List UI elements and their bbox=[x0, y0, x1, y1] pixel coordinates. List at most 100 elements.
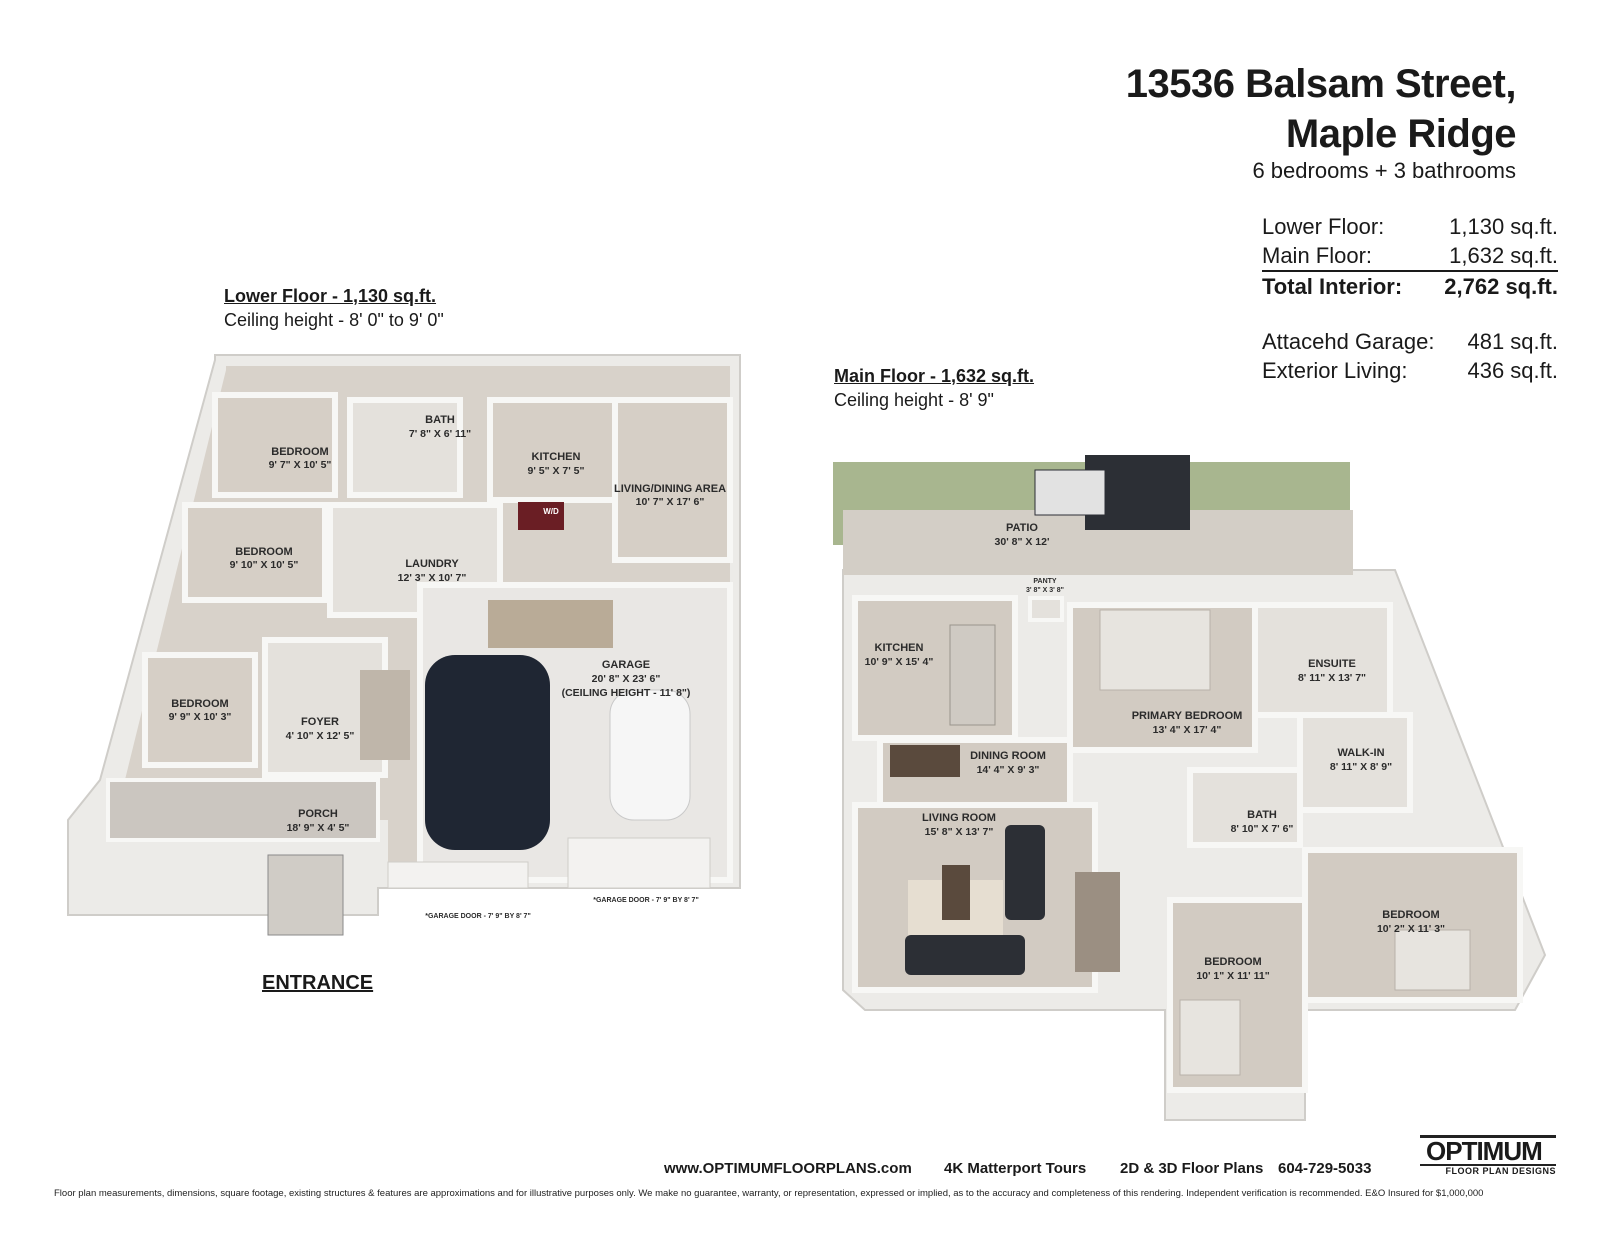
kitchen-island bbox=[949, 624, 996, 726]
bedroom-bed bbox=[1179, 999, 1241, 1076]
label-mf-dining: DINING ROOM bbox=[970, 750, 1046, 762]
area-summary: Lower Floor:1,130 sq.ft. Main Floor:1,63… bbox=[1262, 212, 1558, 301]
label-mf-kitchen: KITCHEN bbox=[875, 642, 924, 654]
stat-lower-floor: Lower Floor:1,130 sq.ft. bbox=[1262, 214, 1558, 239]
sofa-side bbox=[1005, 825, 1045, 920]
label-lf-kitchen: KITCHEN bbox=[532, 451, 581, 463]
dim-lf-bedroom-3: 9' 9" X 10' 3" bbox=[169, 711, 232, 723]
label-mf-bedroom-right: BEDROOM bbox=[1382, 909, 1439, 921]
website-link[interactable]: www.OPTIMUMFLOORPLANS.com bbox=[664, 1160, 912, 1177]
washer-dryer bbox=[518, 502, 564, 530]
dim-mf-kitchen: 10' 9" X 15' 4" bbox=[865, 656, 934, 668]
sofa-bottom bbox=[905, 935, 1025, 975]
room-walk-in bbox=[1297, 712, 1413, 813]
label-lf-wd: W/D bbox=[543, 507, 559, 516]
room-bedroom-3 bbox=[142, 652, 258, 768]
note-garage-door-right: *GARAGE DOOR - 7' 9" BY 8' 7" bbox=[593, 897, 699, 904]
area-summary-extra: Attacehd Garage:481 sq.ft. Exterior Livi… bbox=[1262, 327, 1558, 385]
label-lf-living: LIVING/DINING AREA bbox=[614, 483, 726, 495]
optimum-logo: OPTIMUM FLOOR PLAN DESIGNS bbox=[1420, 1135, 1556, 1176]
label-lf-bedroom-1: BEDROOM bbox=[271, 446, 328, 458]
dim-mf-panty: 3' 8" X 3' 8" bbox=[1026, 587, 1064, 594]
dim-lf-bedroom-2: 9' 10" X 10' 5" bbox=[230, 559, 299, 571]
dim-mf-dining: 14' 4" X 9' 3" bbox=[977, 764, 1040, 776]
dim-lf-laundry: 12' 3" X 10' 7" bbox=[398, 572, 467, 584]
note-garage-door-left: *GARAGE DOOR - 7' 9" BY 8' 7" bbox=[425, 913, 531, 920]
bed-bath-summary: 6 bedrooms + 3 bathrooms bbox=[1252, 158, 1516, 183]
address-line-2: Maple Ridge bbox=[1285, 112, 1517, 156]
room-panty bbox=[1028, 596, 1064, 622]
label-mf-ensuite: ENSUITE bbox=[1308, 658, 1356, 670]
label-lf-laundry: LAUNDRY bbox=[405, 558, 459, 570]
primary-bed bbox=[1099, 609, 1211, 691]
dim-mf-walk-in: 8' 11" X 8' 9" bbox=[1330, 761, 1392, 773]
label-mf-bath: BATH bbox=[1247, 809, 1277, 821]
car-dark bbox=[425, 655, 550, 850]
dim-lf-foyer: 4' 10" X 12' 5" bbox=[286, 730, 355, 742]
lower-floor-title: Lower Floor - 1,130 sq.ft. bbox=[224, 286, 437, 306]
dim-lf-porch: 18' 9" X 4' 5" bbox=[287, 822, 350, 834]
room-ensuite bbox=[1252, 602, 1393, 718]
stat-exterior: Exterior Living:436 sq.ft. bbox=[1262, 358, 1558, 383]
label-lf-garage: GARAGE bbox=[602, 659, 650, 671]
car-white bbox=[609, 689, 691, 821]
garage-door-right bbox=[567, 837, 711, 889]
disclaimer-text: Floor plan measurements, dimensions, squ… bbox=[54, 1188, 1484, 1199]
main-stairs bbox=[1075, 872, 1120, 972]
stat-main-floor: Main Floor:1,632 sq.ft. bbox=[1262, 241, 1558, 272]
dim-lf-garage: 20' 8" X 23' 6" bbox=[592, 673, 661, 685]
logo-wordmark: OPTIMUM bbox=[1420, 1135, 1556, 1166]
stat-total-interior: Total Interior:2,762 sq.ft. bbox=[1262, 274, 1558, 299]
dim-mf-living: 15' 8" X 13' 7" bbox=[925, 826, 994, 838]
dim-lf-bedroom-1: 9' 7" X 10' 5" bbox=[269, 459, 332, 471]
garage-stairs bbox=[488, 600, 613, 648]
room-bath bbox=[347, 397, 463, 498]
room-porch bbox=[106, 778, 380, 842]
phone-number: 604-729-5033 bbox=[1278, 1160, 1372, 1177]
entry-steps bbox=[267, 854, 344, 936]
room-bath-main bbox=[1187, 767, 1303, 848]
room-bedroom-2 bbox=[182, 502, 328, 603]
label-mf-walk-in: WALK-IN bbox=[1337, 747, 1384, 759]
dim-mf-bedroom-bottom: 10' 1" X 11' 11" bbox=[1196, 970, 1269, 982]
patio-rug bbox=[1034, 469, 1106, 516]
label-mf-panty: PANTY bbox=[1033, 578, 1057, 585]
lower-floor-plan bbox=[67, 354, 741, 936]
dim-mf-primary: 13' 4" X 17' 4" bbox=[1153, 724, 1222, 736]
dim-lf-kitchen: 9' 5" X 7' 5" bbox=[528, 465, 585, 477]
label-mf-patio: PATIO bbox=[1006, 522, 1038, 534]
main-floor-plan bbox=[833, 455, 1547, 1121]
label-lf-bedroom-2: BEDROOM bbox=[235, 546, 292, 558]
room-kitchen bbox=[487, 397, 618, 503]
room-living-dining bbox=[612, 397, 733, 563]
logo-tagline: FLOOR PLAN DESIGNS bbox=[1445, 1166, 1556, 1176]
label-mf-bedroom-bottom: BEDROOM bbox=[1204, 956, 1261, 968]
coffee-table bbox=[942, 865, 970, 920]
service-matterport: 4K Matterport Tours bbox=[944, 1160, 1087, 1177]
lower-floor-ceiling: Ceiling height - 8' 0" to 9' 0" bbox=[224, 310, 444, 330]
dining-table bbox=[890, 745, 960, 777]
entrance-label: ENTRANCE bbox=[262, 972, 374, 994]
dim-mf-ensuite: 8' 11" X 13' 7" bbox=[1298, 672, 1366, 684]
stairs bbox=[360, 670, 410, 760]
note-lf-garage-ceiling: (CEILING HEIGHT - 11' 8") bbox=[562, 687, 691, 699]
room-bedroom-1 bbox=[212, 392, 338, 498]
address-line-1: 13536 Balsam Street, bbox=[1125, 62, 1517, 106]
label-lf-bath: BATH bbox=[425, 414, 455, 426]
dim-lf-living: 10' 7" X 17' 6" bbox=[636, 496, 705, 508]
dim-mf-patio: 30' 8" X 12' bbox=[995, 536, 1050, 548]
garage-door-left bbox=[387, 861, 529, 889]
label-lf-bedroom-3: BEDROOM bbox=[171, 698, 228, 710]
bedroom-right-bed bbox=[1394, 929, 1471, 991]
dim-mf-bath: 8' 10" X 7' 6" bbox=[1231, 823, 1294, 835]
label-lf-foyer: FOYER bbox=[301, 716, 339, 728]
label-mf-living: LIVING ROOM bbox=[922, 812, 996, 824]
main-floor-title: Main Floor - 1,632 sq.ft. bbox=[834, 366, 1035, 386]
main-floor-ceiling: Ceiling height - 8' 9" bbox=[834, 390, 994, 410]
label-lf-porch: PORCH bbox=[298, 808, 338, 820]
dim-lf-bath: 7' 8" X 6' 11" bbox=[409, 428, 471, 440]
stat-garage: Attacehd Garage:481 sq.ft. bbox=[1262, 329, 1558, 354]
label-mf-primary: PRIMARY BEDROOM bbox=[1132, 710, 1243, 722]
dim-mf-bedroom-right: 10' 2" X 11' 3" bbox=[1377, 923, 1445, 935]
